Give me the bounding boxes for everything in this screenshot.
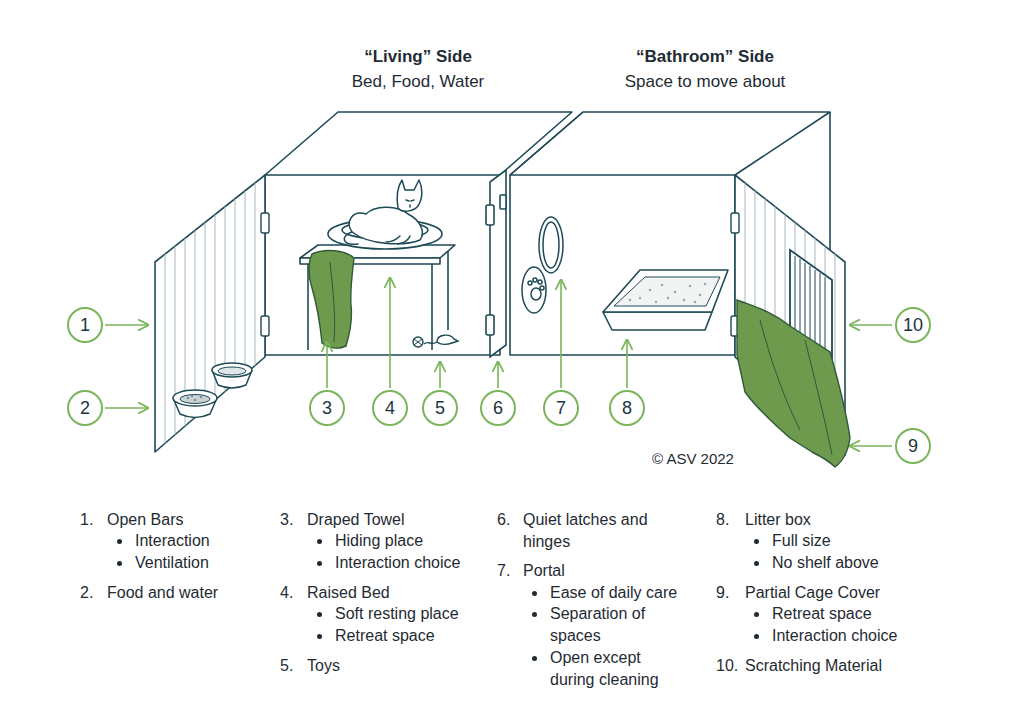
callout-circle: 6: [480, 390, 516, 426]
cat: [344, 180, 422, 244]
callout-number: 10: [903, 316, 923, 334]
list-bullet-text: Interaction: [135, 530, 275, 552]
list-item: Open Bars: [107, 509, 267, 531]
bullet-dot: [754, 634, 759, 639]
cage-cover: [737, 300, 850, 467]
inner-edge: [510, 112, 583, 175]
list-bullet-text: No shelf above: [772, 552, 952, 574]
callout-circle: 9: [895, 428, 931, 464]
callout-number: 2: [80, 399, 90, 417]
list-item: Litter box: [745, 509, 945, 531]
callout-number: 1: [80, 316, 90, 334]
right-roof: [510, 112, 830, 175]
list-bullet-text: Ventilation: [135, 552, 275, 574]
list-number: 8.: [716, 509, 746, 531]
side-subheading: Space to move about: [555, 71, 855, 93]
callout-number: 9: [908, 437, 918, 455]
bullet-dot: [117, 561, 122, 566]
side-heading: “Bathroom” Side: [555, 46, 855, 68]
list-number: 4.: [280, 582, 306, 604]
callout-leaders: [105, 278, 892, 446]
list-bullet-text: Open except during cleaning: [550, 647, 684, 690]
left-door: [155, 175, 269, 452]
copyright-note: © ASV 2022: [652, 448, 734, 470]
list-item: Partial Cage Cover: [745, 582, 945, 604]
bowls: [173, 363, 252, 418]
bullet-dot: [532, 591, 537, 596]
left-box-edge: [265, 175, 500, 355]
bullet-dot: [317, 612, 322, 617]
list-bullet-text: Soft resting place: [335, 603, 485, 625]
list-number: 2.: [80, 582, 106, 604]
callout-number: 7: [556, 399, 566, 417]
side-heading: “Living” Side: [268, 46, 568, 68]
callout-number: 5: [435, 399, 445, 417]
portal: [522, 217, 563, 313]
callout-circle: 10: [895, 307, 931, 343]
list-item: Toys: [307, 655, 487, 677]
bullet-dot: [532, 612, 537, 617]
list-number: 6.: [497, 509, 523, 531]
callout-number: 6: [493, 399, 503, 417]
list-number: 10.: [716, 655, 746, 677]
list-bullet-text: Interaction choice: [335, 552, 485, 574]
bullet-dot: [532, 656, 537, 661]
list-bullet-text: Retreat space: [335, 625, 485, 647]
callout-circle: 4: [372, 390, 408, 426]
latch-door: [486, 170, 506, 357]
list-bullet-text: Ease of daily care: [550, 582, 684, 604]
bullet-dot: [317, 634, 322, 639]
list-item: Draped Towel: [307, 509, 487, 531]
list-bullet-text: Full size: [772, 530, 952, 552]
callout-circle: 8: [609, 390, 645, 426]
side-subheading: Bed, Food, Water: [268, 71, 568, 93]
list-item: Scratching Material: [745, 655, 945, 677]
bullet-dot: [317, 561, 322, 566]
list-item: Portal: [523, 560, 673, 582]
list-bullet-text: Separation of spaces: [550, 603, 684, 646]
bullet-dot: [317, 539, 322, 544]
list-bullet-text: Retreat space: [772, 603, 952, 625]
toys: [413, 335, 458, 347]
list-bullet-text: Hiding place: [335, 530, 485, 552]
list-number: 9.: [716, 582, 746, 604]
litter-box: [603, 270, 728, 330]
callout-circle: 5: [422, 390, 458, 426]
right-box-edge: [510, 175, 735, 355]
list-number: 7.: [497, 560, 523, 582]
list-number: 3.: [280, 509, 306, 531]
bullet-dot: [754, 561, 759, 566]
cover-fold: [760, 320, 832, 455]
list-item: Food and water: [107, 582, 267, 604]
callout-circle: 3: [309, 390, 345, 426]
bullet-dot: [117, 539, 122, 544]
callout-number: 3: [322, 399, 332, 417]
callout-number: 8: [622, 399, 632, 417]
callout-circle: 2: [67, 390, 103, 426]
callout-circle: 1: [67, 307, 103, 343]
towel-fold: [330, 262, 335, 342]
draped-towel: [309, 251, 354, 349]
bullet-dot: [754, 539, 759, 544]
callout-number: 4: [385, 399, 395, 417]
list-number: 5.: [280, 655, 306, 677]
list-number: 1.: [80, 509, 106, 531]
list-bullet-text: Interaction choice: [772, 625, 952, 647]
list-item: Raised Bed: [307, 582, 487, 604]
callout-circle: 7: [543, 390, 579, 426]
list-item: Quiet latches and hinges: [523, 509, 673, 552]
bullet-dot: [754, 612, 759, 617]
